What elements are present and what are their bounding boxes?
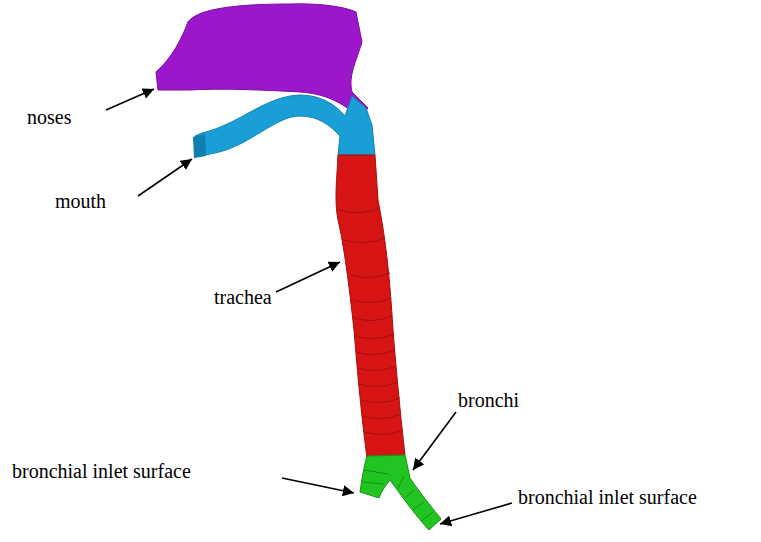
leader-line	[276, 262, 340, 292]
part-label: noses	[27, 106, 71, 128]
leader-line	[138, 159, 192, 196]
mouth-pharynx	[195, 95, 375, 157]
bronchi-branches	[360, 455, 441, 530]
leader-arrows	[106, 89, 512, 524]
leader-line	[106, 89, 154, 110]
nasal-cavity	[156, 4, 368, 118]
leader-line	[413, 412, 456, 470]
trachea-rings	[339, 208, 403, 435]
leader-line	[440, 503, 512, 524]
part-label: bronchial inlet surface	[518, 486, 697, 508]
part-label: mouth	[55, 190, 106, 212]
leader-line	[282, 478, 354, 493]
bronchi-rings	[362, 470, 433, 521]
part-label: bronchial inlet surface	[12, 460, 191, 482]
trachea-tube	[336, 155, 405, 458]
mouth-opening	[193, 134, 206, 158]
part-label: trachea	[214, 286, 272, 308]
part-label: bronchi	[458, 389, 519, 411]
